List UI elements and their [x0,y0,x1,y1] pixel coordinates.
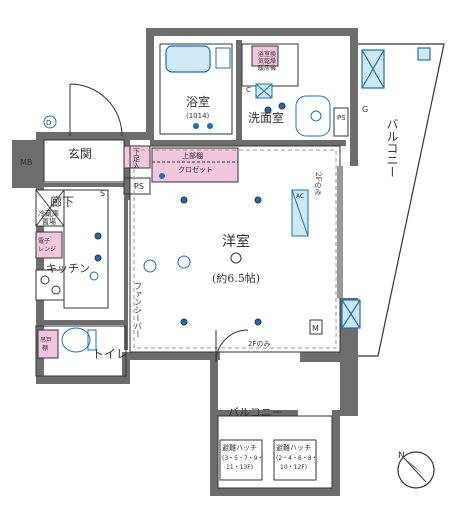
microwave-line1: 電子 [38,238,50,245]
shoebox-char1: 下 [133,148,140,156]
shoebox-char2: 足 [133,155,140,163]
side-balcony-label: バルコニー [385,118,399,178]
mb-label: MB [20,158,32,167]
hatch-left-floors-1: (3・5・7・9・ [222,455,264,462]
fridge-line2: 置場 [42,217,56,226]
western-room-size: (約6.5帖) [212,271,260,285]
western-room-label: 洋室 [222,233,250,250]
c-mark: C [246,86,251,94]
bath-dryer-line3: 暖房機 [258,64,276,72]
corridor-label: 廊下 [50,194,74,209]
hatch-right-title: 避難ハッチ [276,443,311,452]
microwave-line2: レンジ [38,246,56,253]
ps-right-label: PS [337,114,346,122]
bath-label: 浴室 [186,94,210,109]
bath-size: (1014) [186,112,210,120]
only-2f-vertical: 2Fのみ [314,172,322,195]
bottom-balcony-label: バルコニー [228,406,283,419]
hatch-left-floors-2: 11・13F) [226,464,253,471]
bath-dryer-line2: 気乾燥 [258,57,276,65]
hatch-right-floors-2: 10・12F) [280,464,307,471]
north-arrow-icon [397,451,435,489]
western-room [129,145,343,363]
hatch-left-title: 避難ハッチ [222,443,257,452]
hatch-right-floors-1: (2・4・6・8・ [276,455,318,462]
ps-entry-label: PS [134,182,144,191]
closet-label: クロゼット [178,165,213,174]
bath-room [159,43,233,135]
wash-room [241,43,349,137]
closet [151,147,239,183]
g-mark: G [362,105,368,114]
bottom-balcony [217,415,333,489]
kitchen-corridor [35,189,109,309]
side-balcony [341,43,445,357]
shoebox-char3: 入 [133,162,140,170]
fan-sleeve-label: ファンシーバー [134,282,143,338]
s-mark: S [100,189,105,198]
wc-cabinet-line1: 吊戸 [40,337,52,344]
north-label: N [398,451,405,461]
washroom-label: 洗面室 [248,110,284,125]
toilet-room [35,325,127,377]
bath-dryer-line1: 浴室換 [258,50,276,58]
kitchen-label: キッチン [46,262,90,275]
fridge-line1: 冷蔵庫 [38,209,59,218]
entrance-label: 玄関 [68,146,92,161]
d-mark: D [46,119,51,127]
wc-cabinet-line2: 棚 [42,344,48,352]
ac-mark: AC [296,193,304,200]
storage-top-label: 上部棚 [182,151,203,160]
toilet-label: トイレ [92,347,128,361]
m-mark: M [312,324,319,333]
only-2f-horizontal: 2Fのみ [248,340,270,348]
